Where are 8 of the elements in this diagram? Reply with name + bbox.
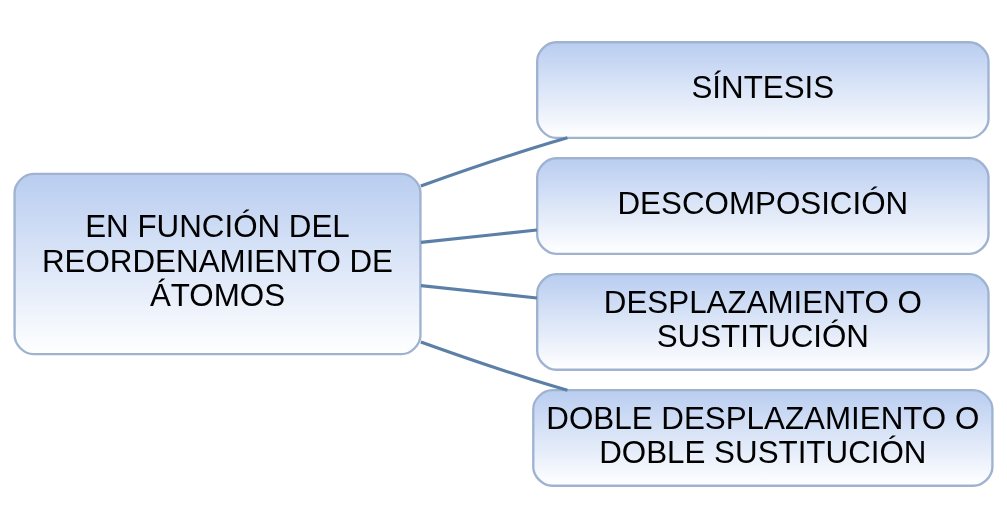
connector: [420, 284, 538, 300]
node-box: DOBLE DESPLAZAMIENTO O DOBLE SUSTITUCIÓN: [532, 388, 994, 487]
node-box: SÍNTESIS: [536, 41, 990, 140]
connector: [420, 228, 538, 244]
node-box: DESCOMPOSICIÓN: [536, 157, 990, 255]
node-box: DESPLAZAMIENTO O SUSTITUCIÓN: [536, 273, 990, 371]
node-box: EN FUNCIÓN DEL REORDENAMIENTO DE ÁTOMOS: [13, 172, 422, 356]
connector: [420, 340, 568, 392]
